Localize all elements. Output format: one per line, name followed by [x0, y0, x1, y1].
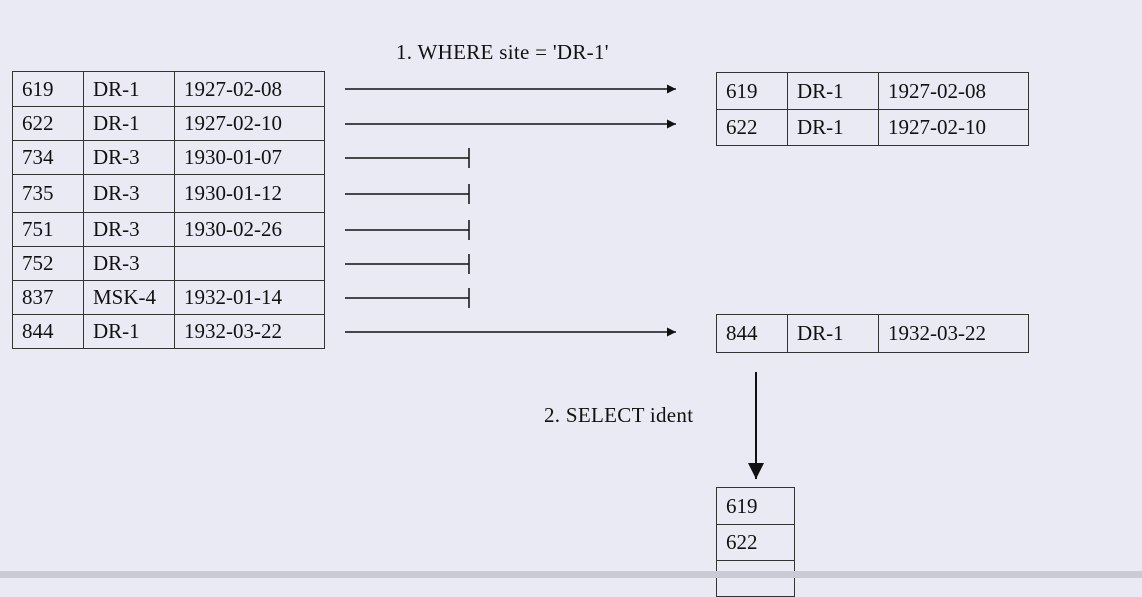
date-cell: 1932-03-22	[174, 314, 325, 349]
filtered-table-bottom: 844 DR-1 1932-03-22	[716, 314, 1029, 353]
ident-cell: 619	[12, 71, 84, 107]
site-cell: DR-1	[787, 109, 879, 146]
site-cell: DR-1	[83, 314, 175, 349]
select-operation-label: 2. SELECT ident	[544, 403, 694, 427]
ident-cell: 751	[12, 212, 84, 247]
result-table: 619 622	[716, 487, 795, 597]
ident-cell: 619	[716, 72, 788, 110]
ident-cell: 752	[12, 246, 84, 281]
filtered-table-top: 619 DR-1 1927-02-08 622 DR-1 1927-02-10	[716, 72, 1029, 146]
table-row: 619 DR-1 1927-02-08	[716, 72, 1029, 110]
table-row: 622 DR-1 1927-02-10	[716, 109, 1029, 146]
ident-cell: 837	[12, 280, 84, 315]
ident-cell: 734	[12, 140, 84, 175]
ident-cell	[716, 560, 795, 597]
table-row: 751 DR-3 1930-02-26	[12, 212, 325, 247]
site-cell: DR-3	[83, 246, 175, 281]
flow-arrows	[345, 84, 764, 479]
date-cell: 1930-01-07	[174, 140, 325, 175]
table-row: 622 DR-1 1927-02-10	[12, 106, 325, 141]
site-cell: DR-1	[787, 72, 879, 110]
table-row: 844 DR-1 1932-03-22	[716, 314, 1029, 353]
table-row: 844 DR-1 1932-03-22	[12, 314, 325, 349]
date-cell: 1927-02-08	[174, 71, 325, 107]
ident-cell: 622	[716, 109, 788, 146]
diagram-canvas: 1. WHERE site = 'DR-1' 2. SELECT ident 6…	[0, 40, 1142, 597]
date-cell: 1930-02-26	[174, 212, 325, 247]
date-cell: 1932-01-14	[174, 280, 325, 315]
ident-cell: 622	[12, 106, 84, 141]
site-cell: DR-3	[83, 140, 175, 175]
site-cell: DR-3	[83, 174, 175, 213]
date-cell: 1927-02-08	[878, 72, 1029, 110]
ident-cell: 622	[716, 524, 795, 561]
table-row: 619	[716, 487, 795, 525]
table-row: 622	[716, 524, 795, 561]
ident-cell: 619	[716, 487, 795, 525]
date-cell: 1927-02-10	[174, 106, 325, 141]
site-cell: DR-1	[83, 106, 175, 141]
ident-cell: 844	[716, 314, 788, 353]
site-cell: DR-3	[83, 212, 175, 247]
table-row: 837 MSK-4 1932-01-14	[12, 280, 325, 315]
date-cell: 1927-02-10	[878, 109, 1029, 146]
table-row: 619 DR-1 1927-02-08	[12, 71, 325, 107]
bottom-edge-bar	[0, 571, 1142, 578]
table-row: 734 DR-3 1930-01-07	[12, 140, 325, 175]
source-table: 619 DR-1 1927-02-08 622 DR-1 1927-02-10 …	[12, 71, 325, 349]
date-cell: 1930-01-12	[174, 174, 325, 213]
table-row	[716, 560, 795, 597]
ident-cell: 844	[12, 314, 84, 349]
date-cell: 1932-03-22	[878, 314, 1029, 353]
table-row: 752 DR-3	[12, 246, 325, 281]
date-cell	[174, 246, 325, 281]
site-cell: DR-1	[787, 314, 879, 353]
site-cell: MSK-4	[83, 280, 175, 315]
table-row: 735 DR-3 1930-01-12	[12, 174, 325, 213]
where-operation-label: 1. WHERE site = 'DR-1'	[396, 40, 609, 64]
site-cell: DR-1	[83, 71, 175, 107]
ident-cell: 735	[12, 174, 84, 213]
